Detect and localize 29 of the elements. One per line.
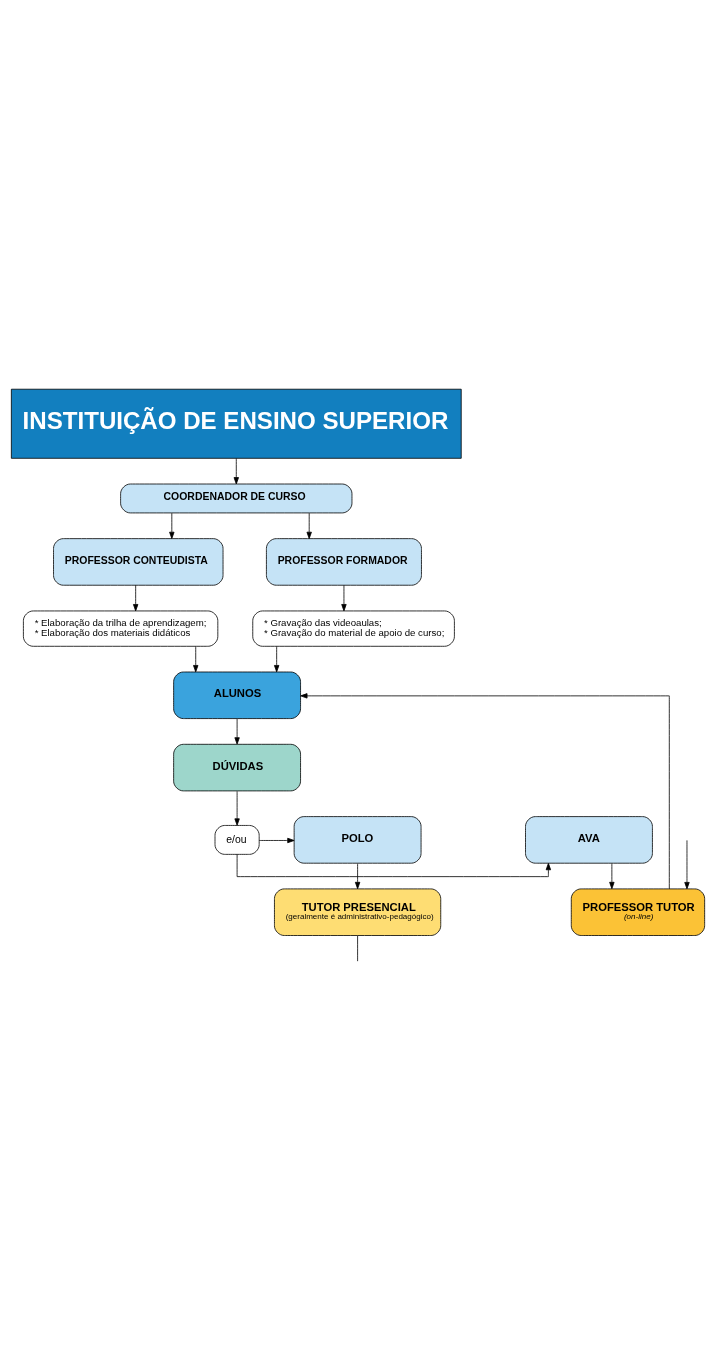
node-box: POLO xyxy=(293,815,422,864)
node-box: DÚVIDAS xyxy=(173,743,301,791)
node-box: PROFESSOR TUTOR (on-line) xyxy=(570,888,706,936)
node-box: COORDENADOR DE CURSO xyxy=(120,483,353,513)
arrow xyxy=(234,718,240,744)
node-box: AVA xyxy=(525,815,653,864)
node-box: * Gravação das videoaulas; * Gravação do material de apoio de curso; xyxy=(252,610,455,647)
arrow xyxy=(341,584,347,611)
arrow xyxy=(133,584,139,611)
node-box: ALUNOS xyxy=(173,671,301,719)
node-box: TUTOR PRESENCIAL (geralmente é administrativo-pedagógico) xyxy=(274,888,442,936)
node-box: e/ou xyxy=(214,824,260,855)
node-box: INSTITUIÇÃO DE ENSINO SUPERIOR xyxy=(10,388,462,459)
arrow xyxy=(300,692,670,889)
arrow xyxy=(236,853,552,877)
arrow xyxy=(354,862,361,889)
connector xyxy=(357,934,358,962)
arrow xyxy=(684,839,690,889)
arrow xyxy=(306,512,312,539)
arrow xyxy=(169,512,175,539)
arrow xyxy=(233,457,239,484)
arrow xyxy=(193,645,199,672)
arrow xyxy=(609,862,615,889)
arrow xyxy=(234,790,240,826)
node-box: * Elaboração da trilha de aprendizagem; * Elaboração dos materiais didáticos xyxy=(23,610,219,647)
node-box: PROFESSOR CONTEUDISTA xyxy=(53,537,224,586)
node-box: PROFESSOR FORMADOR xyxy=(266,537,422,586)
arrow xyxy=(274,645,280,672)
arrow xyxy=(258,837,295,843)
